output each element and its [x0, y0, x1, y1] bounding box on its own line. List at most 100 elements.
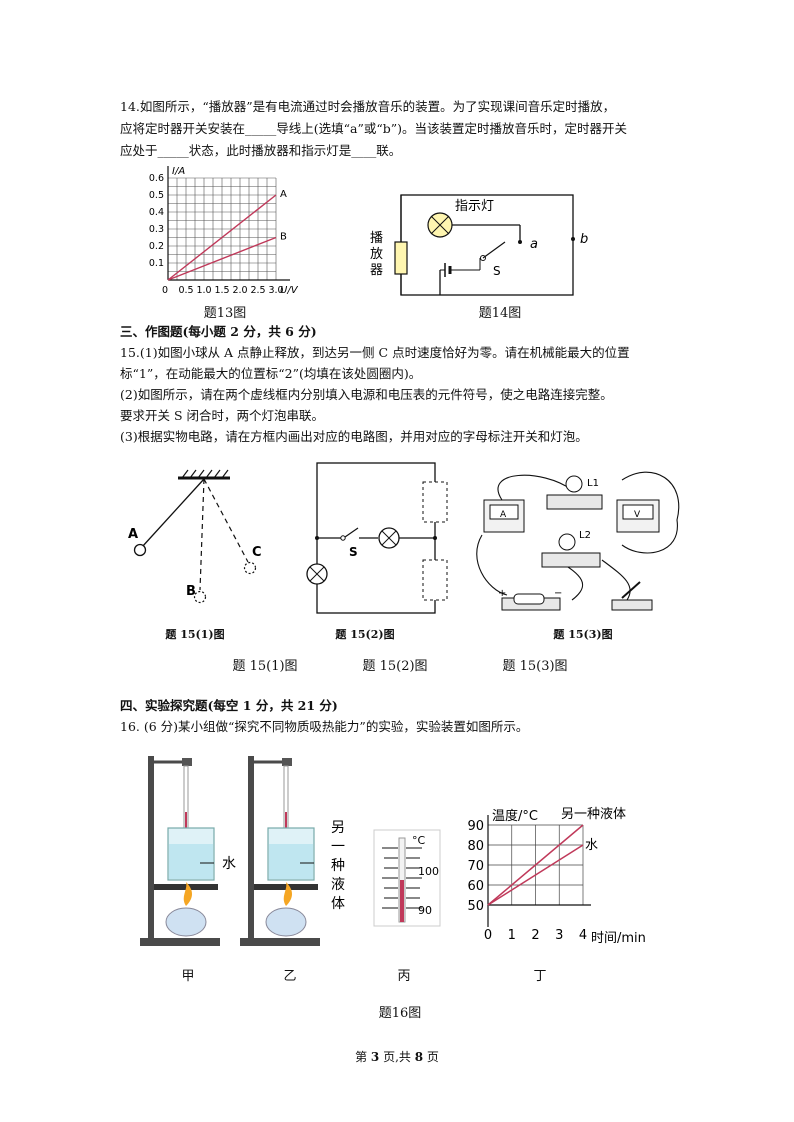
label-water: 水	[222, 856, 236, 872]
x-tick-label: 0	[484, 928, 492, 943]
x-tick-label: 0.5	[178, 285, 193, 296]
figure-15-3-caption: 题 15(3)图	[502, 659, 568, 674]
stand-base-yi	[240, 938, 320, 946]
sub-label-bing: 丙	[397, 969, 411, 984]
knife-switch-icon	[611, 599, 653, 611]
y-tick-label: 0.4	[149, 207, 164, 218]
label-b: B	[186, 584, 196, 599]
q15-1-line1: 15.(1)如图小球从 A 点静止释放，到达另一侧 C 点时速度恰好为零。请在机…	[120, 345, 630, 360]
figure-15-2-circuit: S	[306, 462, 448, 614]
label-other-4: 液	[331, 877, 345, 893]
series-line-B	[167, 236, 277, 281]
footer-prefix: 第	[355, 1050, 371, 1064]
y-tick-label: 50	[467, 899, 484, 914]
sub-label-jia: 甲	[181, 969, 195, 984]
wire-a-label: a	[530, 237, 538, 252]
q14-line1: 14.如图所示，“播放器”是有电流通过时会播放音乐的装置。为了实现课间音乐定时播…	[120, 99, 616, 114]
y-tick-label: 70	[467, 859, 484, 874]
y-tick-label: 0.6	[149, 173, 164, 184]
player-label-1: 播	[370, 231, 383, 246]
label-other-5: 体	[331, 896, 345, 912]
figure-14-circuit: 指示灯 播 放 器 S a b	[370, 194, 588, 296]
figure-15-2-caption-inline: 题 15(2)图	[335, 628, 395, 641]
label-other-2: 一	[331, 839, 345, 855]
q15-2-line2: 要求开关 S 闭合时，两个灯泡串联。	[120, 408, 325, 423]
minus-label: −	[554, 588, 562, 599]
figure-13-caption: 题13图	[203, 306, 247, 321]
y-axis-label: I/A	[172, 166, 185, 177]
wire-b-label: b	[580, 232, 588, 247]
dashed-box-bottom	[422, 559, 448, 601]
series-line-0	[487, 824, 584, 906]
stand-base-jia	[140, 938, 220, 946]
page-footer: 第 3 页,共 8 页	[0, 1048, 794, 1065]
thermometer-column	[400, 880, 404, 922]
q15-3-line: (3)根据实物电路，请在方框内画出对应的电路图，并用对应的字母标注开关和灯泡。	[120, 429, 588, 444]
y-tick-label: 60	[467, 879, 484, 894]
section-4-title: 四、实验探究题(每空 1 分，共 21 分)	[120, 698, 338, 713]
footer-page: 3	[370, 1050, 380, 1064]
figure-16-caption: 题16图	[378, 1006, 422, 1021]
bulb-l2-icon	[558, 533, 576, 551]
series-line-A	[167, 194, 277, 281]
x-tick-label: 3.0	[268, 285, 283, 296]
ball-a-icon	[133, 543, 147, 557]
y-tick-label: 90	[467, 819, 484, 834]
y-axis-label: 温度/°C	[492, 808, 538, 824]
thermo-unit: °C	[412, 834, 426, 847]
l1-label: L1	[587, 478, 599, 489]
x-tick-label: 4	[579, 928, 587, 943]
l2-label: L2	[579, 530, 591, 541]
q14-line3: 应处于_____状态，此时播放器和指示灯是____联。	[120, 143, 402, 158]
figure-15-1-caption-inline: 题 15(1)图	[165, 628, 225, 641]
series-label-A: A	[280, 189, 287, 200]
figure-15-1-pendulum: A B C	[128, 469, 262, 604]
player-device-icon	[394, 241, 408, 275]
label-c: C	[252, 545, 262, 560]
x-axis-label: 时间/min	[591, 931, 646, 946]
y-tick-label: 0.1	[149, 258, 164, 269]
y-tick-label: 0.3	[149, 224, 164, 235]
ball-b-icon	[193, 590, 207, 604]
y-tick-label: 0.5	[149, 190, 164, 201]
y-tick-label: 80	[467, 839, 484, 854]
figure-15-3-caption-inline: 题 15(3)图	[553, 628, 613, 641]
switch-s-label: S	[349, 545, 358, 559]
figure-14-caption: 题14图	[478, 306, 522, 321]
figure-15-1-caption: 题 15(1)图	[232, 659, 298, 674]
series-line-1	[487, 844, 584, 906]
sub-label-yi: 乙	[283, 969, 297, 984]
x-tick-label: 2.5	[250, 285, 265, 296]
label-other-3: 种	[331, 858, 345, 874]
x-tick-label: 2	[531, 928, 539, 943]
q15-1-line2: 标“1”，在动能最大的位置标“2”(均填在该处圆圈内)。	[120, 366, 422, 381]
voltmeter-label: V	[634, 510, 641, 520]
player-label-3: 器	[370, 263, 383, 278]
x-tick-label: 0	[162, 285, 168, 296]
figure-15-3-physical-circuit: A L1 V L2 + −	[476, 471, 680, 611]
x-tick-label: 1.0	[196, 285, 211, 296]
figure-16-apparatus: 水 另 一 种 液 体	[140, 756, 345, 946]
dashed-box-top	[422, 481, 448, 523]
x-axis-label: U/V	[280, 285, 299, 296]
q15-2-line1: (2)如图所示，请在两个虚线框内分别填入电源和电压表的元件符号，使之电路连接完整…	[120, 387, 613, 402]
section-3-title: 三、作图题(每小题 2 分，共 6 分)	[120, 324, 317, 339]
thermo-100: 100	[418, 865, 439, 878]
x-tick-label: 1.5	[214, 285, 229, 296]
x-tick-label: 1	[508, 928, 516, 943]
q14-line2: 应将定时器开关安装在_____导线上(选填“a”或“b”)。当该装置定时播放音乐…	[120, 121, 628, 136]
sub-label-ding: 丁	[533, 969, 547, 984]
q16-text: 16. (6 分)某小组做“探究不同物质吸热能力”的实验，实验装置如图所示。	[120, 719, 529, 734]
switch-label: S	[493, 264, 501, 278]
label-a: A	[128, 527, 138, 542]
figure-15-2-caption: 题 15(2)图	[362, 659, 428, 674]
series-label-water: 水	[585, 838, 598, 853]
x-tick-label: 2.0	[232, 285, 247, 296]
plus-label: +	[498, 588, 506, 599]
footer-suffix: 页	[423, 1050, 439, 1064]
bulb-l1-icon	[565, 475, 583, 493]
footer-middle: 页,共	[379, 1050, 415, 1064]
ammeter-label: A	[500, 510, 507, 520]
